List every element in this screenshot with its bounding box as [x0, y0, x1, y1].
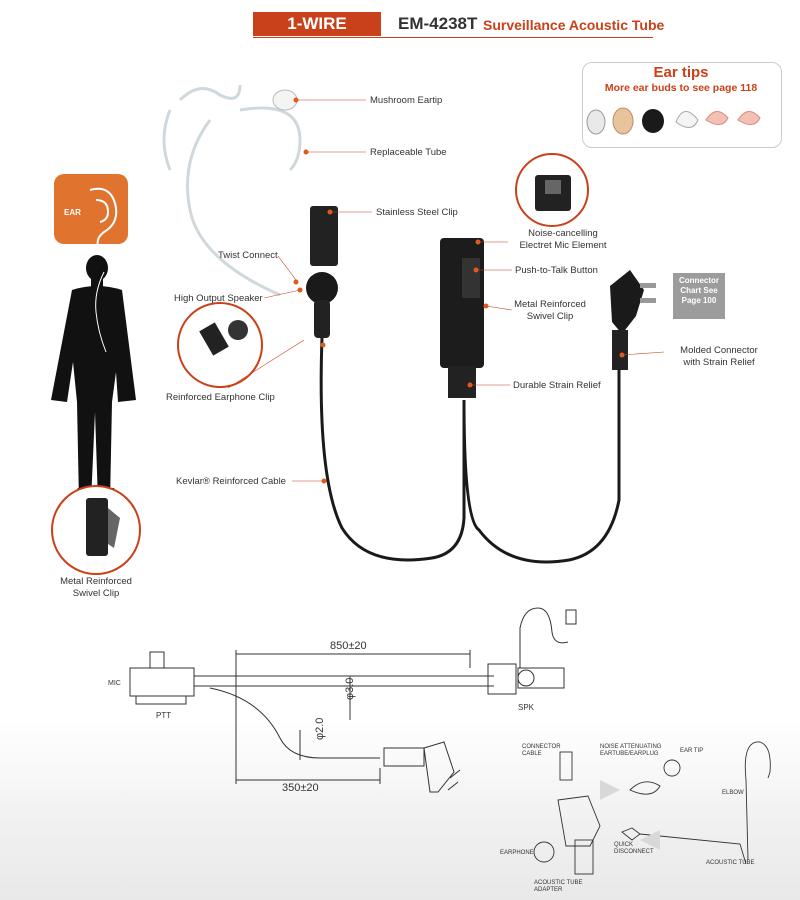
background-floor — [0, 720, 800, 900]
label-elbow: ELBOW — [722, 790, 744, 796]
label-acoustic-tube: ACOUSTIC TUBE — [706, 860, 755, 866]
ptt-body — [440, 238, 484, 368]
ear-tip-thumbnails — [586, 107, 761, 135]
label-noise-attenuating-line1: NOISE ATTENUATING — [600, 744, 662, 750]
label-mushroom-eartip: Mushroom Eartip — [370, 95, 443, 106]
label-molded-connector-line1: Molded Connector — [680, 345, 758, 356]
acoustic-tube — [162, 84, 302, 297]
connector-chart-line1: Connector — [679, 276, 719, 285]
label-left-swivel-clip: Metal Reinforced Swivel Clip — [46, 576, 146, 600]
label-strain-relief: Durable Strain Relief — [513, 380, 601, 391]
dimension-350: 350±20 — [282, 782, 319, 794]
label-tube-adapter-line2: ADAPTER — [534, 887, 563, 893]
connector-chart-line3: Page 100 — [681, 296, 717, 305]
cables — [319, 337, 621, 564]
ear-tips-panel — [582, 62, 782, 148]
product-title: Surveillance Acoustic Tube — [483, 17, 665, 33]
label-kevlar-cable: Kevlar® Reinforced Cable — [176, 476, 286, 487]
label-ptt-button: Push-to-Talk Button — [515, 265, 598, 276]
label-tube-adapter: ACOUSTIC TUBE ADAPTER — [534, 880, 583, 894]
label-tube-adapter-line1: ACOUSTIC TUBE — [534, 880, 583, 886]
label-spk: SPK — [518, 703, 535, 712]
ear-tips-subtitle: More ear buds to see page 118 — [604, 82, 758, 94]
label-noise-cancelling-line1: Noise-cancelling — [528, 228, 598, 239]
leader-lines — [227, 99, 665, 482]
ear-tips-title: Ear tips — [653, 64, 709, 81]
label-twist-connect: Twist Connect — [218, 250, 278, 261]
label-noise-cancelling-line2: Electret Mic Element — [519, 240, 607, 251]
label-mic: MIC — [108, 680, 121, 687]
person-silhouette — [51, 255, 136, 502]
label-left-swivel-line1: Metal Reinforced — [60, 576, 132, 587]
header-underline — [253, 37, 653, 38]
label-connector-cable-line2: CABLE — [522, 751, 542, 757]
marker-dots — [293, 97, 625, 484]
connector-chart-line2: Chart See — [680, 286, 718, 295]
diameter-2: φ2.0 — [314, 717, 326, 740]
model-number: EM-4238T — [398, 14, 478, 33]
exploded-arrows — [600, 780, 660, 850]
header-tag: 1-WIRE — [253, 12, 381, 36]
connector-chart-box: Connector Chart See Page 100 — [673, 273, 725, 319]
label-ptt: PTT — [156, 711, 172, 720]
label-ear-tip: EAR TIP — [680, 748, 704, 754]
mic-callout — [515, 153, 589, 227]
dimension-850: 850±20 — [330, 640, 367, 652]
label-noise-cancelling: Noise-cancelling Electret Mic Element — [508, 228, 618, 252]
label-noise-attenuating-line2: EARTUBE/EARPLUG — [600, 751, 659, 757]
ear-drawing — [89, 187, 118, 247]
label-replaceable-tube: Replaceable Tube — [370, 147, 447, 158]
swivel-clip-callout — [51, 485, 141, 575]
label-swivel-clip: Metal Reinforced Swivel Clip — [510, 299, 590, 323]
steel-clip — [310, 206, 338, 266]
label-connector-cable-line1: CONNECTOR — [522, 744, 561, 750]
speaker — [306, 272, 338, 304]
technical-drawing — [129, 607, 577, 793]
label-noise-attenuating: NOISE ATTENUATING EARTUBE/EARPLUG — [600, 744, 661, 758]
ear-icon-label: EAR — [64, 208, 81, 217]
label-quick-disconnect-line1: QUICK — [614, 842, 634, 848]
label-stainless-clip: Stainless Steel Clip — [376, 207, 458, 218]
label-quick-disconnect: QUICK DISCONNECT — [614, 842, 654, 856]
diameter-3: φ3.0 — [344, 677, 356, 700]
label-earphone: EARPHONE — [500, 850, 534, 856]
radio-connector — [610, 270, 656, 370]
label-swivel-clip-line2: Swivel Clip — [526, 311, 574, 322]
label-high-output-speaker: High Output Speaker — [174, 293, 263, 304]
label-molded-connector-line2: with Strain Relief — [683, 357, 755, 368]
exploded-diagram — [533, 741, 771, 875]
label-quick-disconnect-line2: DISCONNECT — [614, 849, 654, 855]
earphone-clip-callout — [177, 302, 263, 388]
label-molded-connector: Molded Connector with Strain Relief — [664, 345, 774, 369]
label-left-swivel-line2: Swivel Clip — [72, 588, 120, 599]
label-reinforced-earphone-clip: Reinforced Earphone Clip — [166, 392, 275, 403]
label-swivel-clip-line1: Metal Reinforced — [514, 299, 586, 310]
label-connector-cable: CONNECTOR CABLE — [522, 744, 561, 758]
